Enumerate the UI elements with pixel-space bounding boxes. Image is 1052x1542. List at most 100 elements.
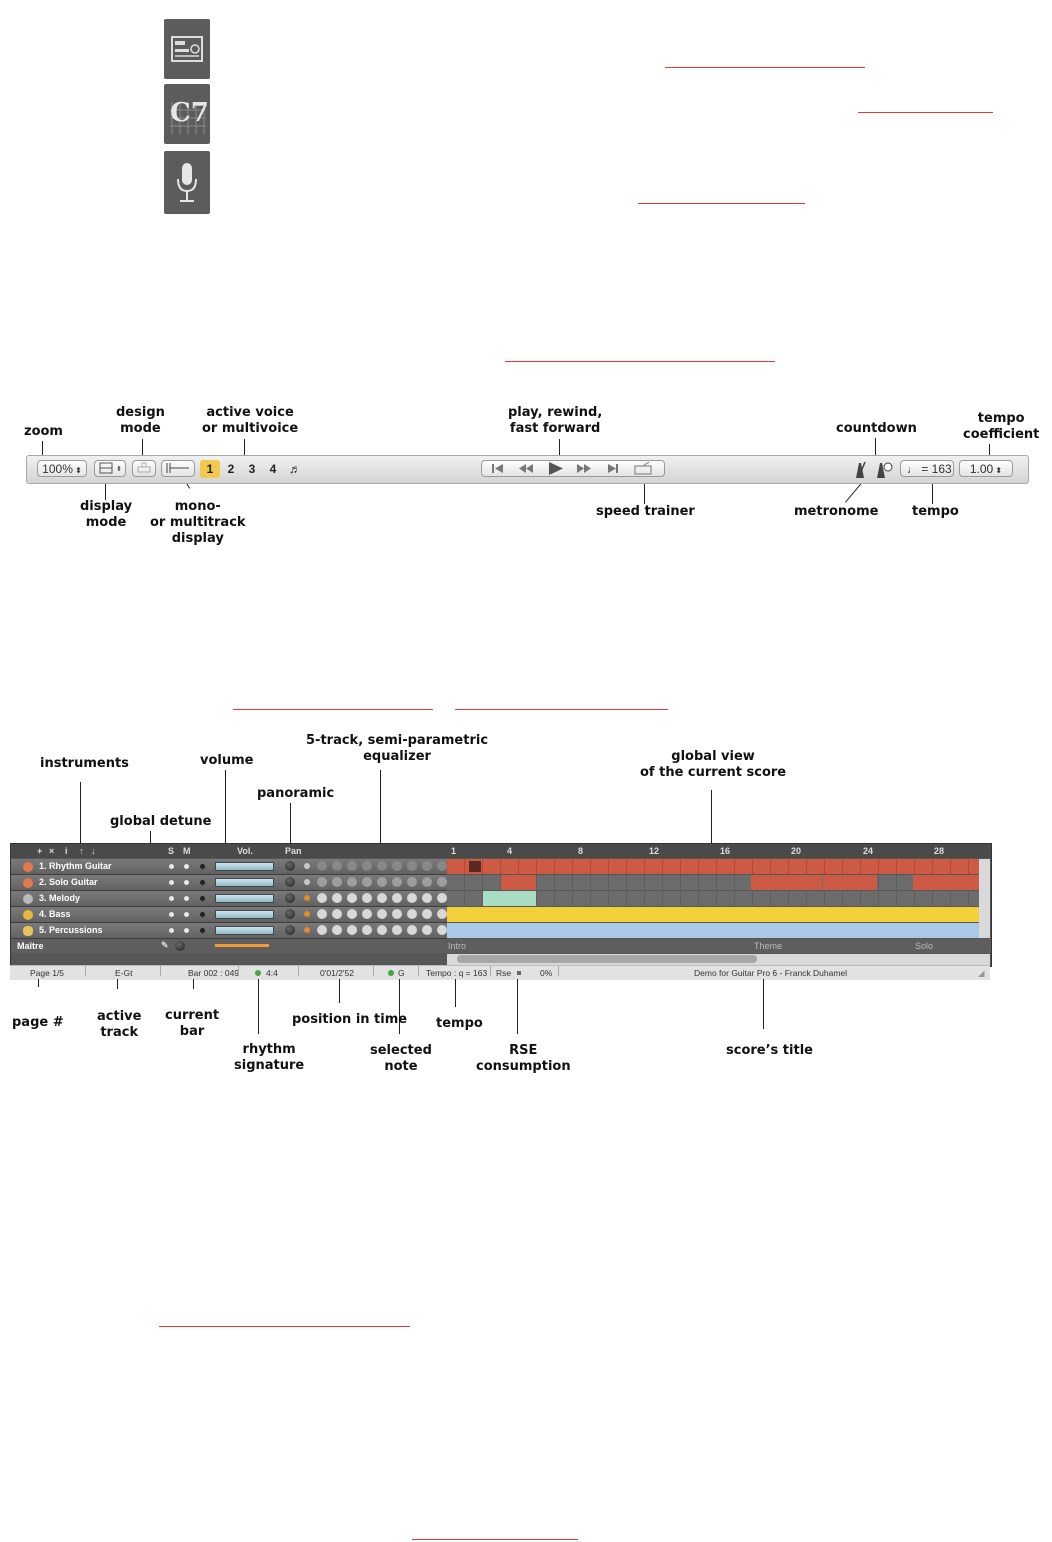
- score-overview-track[interactable]: [447, 875, 979, 890]
- fast-forward-icon[interactable]: [577, 464, 591, 473]
- bar-number: 28: [934, 846, 945, 856]
- link-underline[interactable]: [638, 203, 805, 204]
- pan-knob[interactable]: [285, 909, 295, 919]
- annotation-countdown: countdown: [836, 421, 917, 436]
- tempo-coefficient-select[interactable]: 1.00 ⬍: [959, 460, 1013, 477]
- equalizer-knobs[interactable]: [299, 859, 447, 939]
- pan-knob[interactable]: [285, 861, 295, 871]
- horizontal-scrollbar[interactable]: [447, 954, 990, 965]
- leader-line: [80, 782, 81, 867]
- link-underline[interactable]: [233, 709, 433, 710]
- track-info-button[interactable]: i: [65, 846, 68, 856]
- volume-slider[interactable]: [215, 910, 274, 919]
- display-mode-select[interactable]: ⬍: [94, 460, 126, 477]
- svg-text:⬍: ⬍: [116, 465, 122, 473]
- design-mode-button[interactable]: [132, 460, 156, 477]
- mute-toggle[interactable]: [184, 880, 189, 885]
- score-overview-track[interactable]: [447, 891, 979, 906]
- solo-toggle[interactable]: [169, 864, 174, 869]
- play-icon[interactable]: [549, 462, 563, 475]
- multivoice-icon[interactable]: ♬: [289, 462, 301, 476]
- leader-line: [380, 770, 381, 870]
- voice-4-button[interactable]: 4: [269, 462, 277, 476]
- resize-grip-icon[interactable]: ◢: [978, 968, 985, 978]
- volume-header: Vol.: [237, 846, 253, 856]
- add-track-button[interactable]: +: [37, 846, 43, 856]
- link-underline[interactable]: [412, 1539, 578, 1540]
- annotation-status-tempo: tempo: [436, 1016, 483, 1031]
- master-label: Maître: [17, 941, 44, 951]
- link-underline[interactable]: [159, 1326, 410, 1327]
- solo-toggle[interactable]: [169, 912, 174, 917]
- record-toggle[interactable]: [200, 896, 205, 901]
- microphone-icon: [23, 894, 33, 904]
- remove-track-button[interactable]: ×: [49, 846, 55, 856]
- bar-number: 1: [451, 846, 457, 856]
- multitrack-icon: [166, 463, 189, 473]
- playhead-marker[interactable]: [469, 861, 481, 872]
- tempo-field[interactable]: ♩ = 163: [900, 460, 954, 477]
- record-toggle[interactable]: [200, 928, 205, 933]
- signature-status-dot: [255, 970, 261, 976]
- leader-line: [711, 790, 712, 885]
- annotation-zoom: zoom: [24, 424, 63, 439]
- score-overview-track[interactable]: [447, 923, 979, 938]
- rewind-icon[interactable]: [519, 464, 533, 473]
- master-volume-slider[interactable]: [215, 944, 269, 947]
- link-underline[interactable]: [505, 361, 775, 362]
- volume-slider[interactable]: [215, 862, 274, 871]
- leader-line: [225, 770, 226, 870]
- score-overview-track[interactable]: [447, 907, 979, 922]
- pan-knob[interactable]: [285, 893, 295, 903]
- record-toggle[interactable]: [200, 864, 205, 869]
- multitrack-button[interactable]: [161, 460, 195, 477]
- voice-1-button[interactable]: 1: [200, 460, 220, 478]
- status-bar: Page 1/5 E-Gt Bar 002 : 049 4:4 0'01/2'5…: [10, 965, 990, 980]
- score-overview-track[interactable]: [447, 859, 979, 874]
- pencil-icon[interactable]: ✎: [161, 940, 169, 950]
- solo-toggle[interactable]: [169, 928, 174, 933]
- voice-3-button[interactable]: 3: [248, 462, 256, 476]
- go-to-start-icon[interactable]: [492, 464, 503, 473]
- mute-toggle[interactable]: [184, 912, 189, 917]
- link-underline[interactable]: [665, 67, 865, 68]
- speed-trainer-icon[interactable]: [634, 461, 652, 475]
- record-toggle[interactable]: [200, 912, 205, 917]
- bar-number: 4: [507, 846, 513, 856]
- volume-slider[interactable]: [215, 894, 274, 903]
- solo-header: S: [168, 846, 175, 856]
- volume-slider[interactable]: [215, 926, 274, 935]
- zoom-select[interactable]: 100% ⬍: [37, 460, 87, 477]
- metronome-icon[interactable]: [851, 460, 869, 479]
- leader-line: [42, 441, 43, 456]
- record-toggle[interactable]: [200, 880, 205, 885]
- rhythm-signature-indicator: 4:4: [266, 968, 278, 978]
- volume-slider[interactable]: [215, 878, 274, 887]
- move-track-up-button[interactable]: ↑: [79, 846, 84, 856]
- mute-toggle[interactable]: [184, 864, 189, 869]
- leader-line: [875, 438, 876, 456]
- voice-2-button[interactable]: 2: [227, 462, 235, 476]
- pan-knob[interactable]: [285, 925, 295, 935]
- vertical-scrollbar[interactable]: [979, 859, 990, 938]
- solo-toggle[interactable]: [169, 896, 174, 901]
- link-underline[interactable]: [858, 112, 993, 113]
- move-track-down-button[interactable]: ↓: [91, 846, 96, 856]
- countdown-icon[interactable]: [874, 460, 894, 479]
- mute-toggle[interactable]: [184, 896, 189, 901]
- pan-knob[interactable]: [285, 877, 295, 887]
- drum-icon: [23, 926, 33, 936]
- mixer-panel: + × i ↑ ↓ S M Vol. Pan 1 4 8 12 16 20 24…: [10, 843, 992, 967]
- link-underline[interactable]: [455, 709, 668, 710]
- mute-toggle[interactable]: [184, 928, 189, 933]
- global-detune-knob[interactable]: [175, 941, 185, 951]
- leader-line: [517, 979, 518, 1034]
- go-to-end-icon[interactable]: [608, 464, 618, 473]
- bar-number: 24: [863, 846, 874, 856]
- position-in-time-indicator: 0'01/2'52: [320, 968, 354, 978]
- solo-toggle[interactable]: [169, 880, 174, 885]
